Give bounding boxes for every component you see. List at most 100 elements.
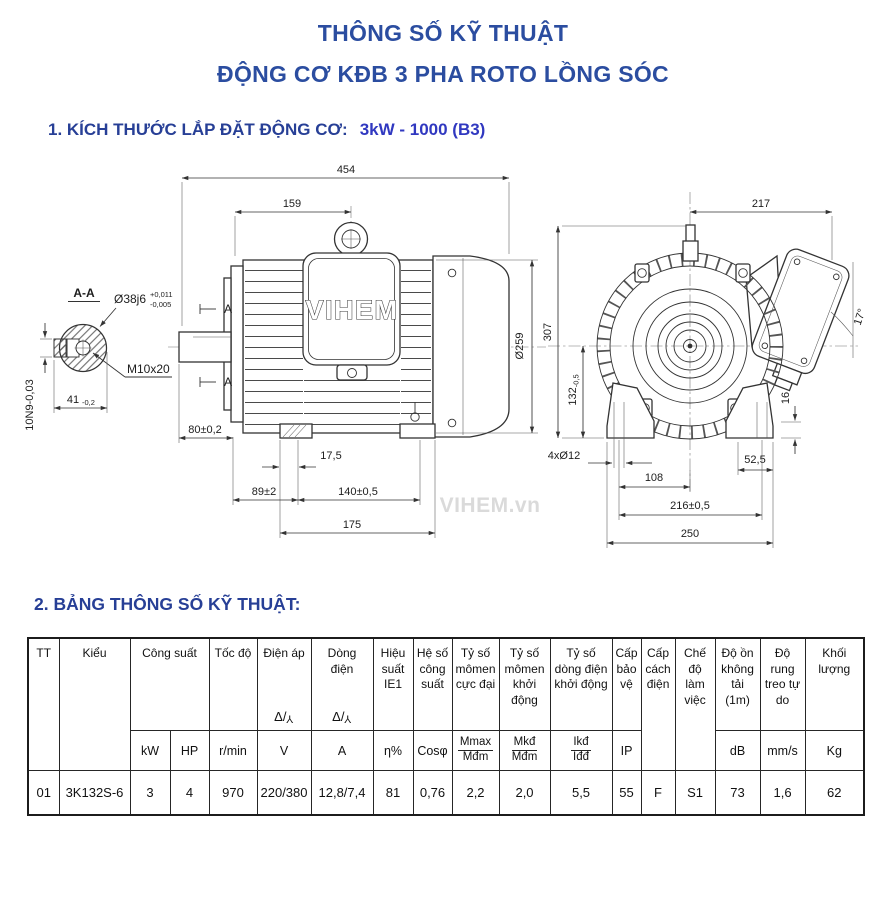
col-header-dong-dien: Dòng điện Δ/Y: [310, 637, 374, 731]
unit-mms: mm/s: [759, 730, 806, 771]
cell-hp: 4: [169, 770, 210, 815]
cell-rung: 1,6: [759, 770, 806, 815]
cell-db: 73: [714, 770, 761, 815]
dim-17-5: 17,5: [320, 450, 341, 462]
cell-kg: 62: [804, 770, 865, 815]
cell-v: 220/380: [256, 770, 312, 815]
table-row: 01 3K132S-6 3 4 970 220/380 12,8/7,4 81 …: [27, 770, 865, 815]
shaft-diameter-label: Ø38j6: [114, 292, 146, 306]
cell-kieu: 3K132S-6: [58, 770, 131, 815]
section2-heading: 2. BẢNG THÔNG SỐ KỸ THUẬT:: [34, 594, 301, 614]
dim-140: 140±0,5: [338, 486, 378, 498]
unit-hp: HP: [169, 730, 210, 771]
col-header-dien-ap: Điện áp Δ/Y: [256, 637, 312, 731]
dim-4x12: 4xØ12: [548, 450, 580, 462]
watermark: VIHEM.vn: [440, 494, 541, 517]
dim-307: 307: [542, 323, 554, 341]
col-header-ty-so-dong-dien-khoi-dong: Tỷ số dòng điện khởi động: [549, 637, 613, 731]
col-header-khoi-luong: Khối lượng: [804, 637, 865, 731]
brand-logo: VIHEM: [305, 295, 398, 325]
col-header-ty-so-momen-khoi-dong: Tỷ số mômen khởi động: [498, 637, 551, 731]
dim-217: 217: [752, 198, 770, 210]
rear-foot: [399, 423, 436, 439]
col-header-cap-bao-ve: Cấp bảo vệ: [611, 637, 642, 731]
section-mark-a-top: A: [224, 302, 232, 316]
shaft-tolerance-upper: +0,011: [150, 290, 173, 299]
col-header-hieu-suat: Hiệu suất IE1: [372, 637, 414, 731]
section1-value: 3kW - 1000 (B3): [359, 120, 486, 139]
dim-diameter-259: Ø259: [514, 333, 526, 360]
section-view-aa: A-A Ø38j6 +0,011 -0,005 M10x20 41 -0,2: [24, 286, 173, 431]
dim-41-tolerance: -0,2: [82, 398, 95, 407]
document-title: THÔNG SỐ KỸ THUẬT ĐỘNG CƠ KĐB 3 PHA ROTO…: [0, 22, 886, 86]
dim-41-label: 41: [67, 394, 79, 406]
cell-ip: 55: [611, 770, 642, 815]
col-header-ty-so-momen-cuc-dai: Tỷ số mômen cực đại: [451, 637, 500, 731]
unit-eta: η%: [372, 730, 414, 771]
dim-16: 16: [780, 392, 792, 404]
left-foot: [606, 382, 655, 439]
cell-rmin: 970: [208, 770, 258, 815]
unit-kg: Kg: [804, 730, 865, 771]
section-aa-title: A-A: [73, 286, 95, 300]
front-view: 17° 217 307 132-0,5 4xØ12 16 52,5: [542, 192, 868, 548]
col-header-he-so-cong-suat: Hệ số công suất: [412, 637, 453, 731]
col-header-che-do-lam-viec: Chế độ làm việc: [674, 637, 716, 771]
fan-cowl: [432, 255, 510, 438]
col-header-do-rung: Độ rung treo tự do: [759, 637, 806, 731]
section1-label: 1. KÍCH THƯỚC LẮP ĐẶT ĐỘNG CƠ:: [48, 120, 348, 139]
cell-cos: 0,76: [412, 770, 453, 815]
right-foot: [725, 382, 774, 439]
dim-250: 250: [681, 528, 699, 540]
cell-kw: 3: [129, 770, 171, 815]
motor-dimension-drawing: .ol{fill:#fff;stroke:#333;stroke-width:1…: [24, 164, 868, 548]
dim-454: 454: [337, 164, 355, 176]
section-mark-a-bottom: A: [224, 375, 232, 389]
shaft-tip: [685, 224, 696, 243]
col-header-cap-cach-dien: Cấp cách điện: [640, 637, 676, 771]
cell-tt: 01: [27, 770, 60, 815]
unit-cos-phi: Cosφ: [412, 730, 453, 771]
col-header-toc-do: Tốc độ: [208, 637, 258, 731]
dim-52-5: 52,5: [744, 454, 765, 466]
delta-wye-symbol: Δ/Y: [274, 709, 294, 725]
dim-108: 108: [645, 472, 663, 484]
unit-a: A: [310, 730, 374, 771]
spec-table: TT Kiểu Công suất Tốc độ Điện áp Δ/Y Dòn…: [27, 637, 866, 816]
dim-17-degrees: 17°: [852, 307, 869, 327]
delta-wye-symbol: Δ/Y: [332, 709, 352, 725]
cell-che-do: S1: [674, 770, 716, 815]
cooling-fins: [597, 253, 783, 439]
dim-132: 132-0,5: [567, 374, 581, 405]
unit-kw: kW: [129, 730, 171, 771]
shaft: [178, 331, 232, 363]
keyway-width-label: 10N9-0,03: [24, 379, 36, 430]
col-header-cong-suat: Công suất: [129, 637, 210, 731]
dim-216: 216±0,5: [670, 500, 710, 512]
cell-cach-dien: F: [640, 770, 676, 815]
col-header-do-on: Độ ồn không tải (1m): [714, 637, 761, 731]
key-thread-label: M10x20: [127, 362, 170, 376]
dim-159: 159: [283, 198, 301, 210]
key-section: [53, 338, 68, 358]
unit-v: V: [256, 730, 312, 771]
section1-heading: 1. KÍCH THƯỚC LẮP ĐẶT ĐỘNG CƠ: 3kW - 1000…: [48, 120, 886, 140]
cell-eta: 81: [372, 770, 414, 815]
cell-mmax: 2,2: [451, 770, 500, 815]
cell-ikd: 5,5: [549, 770, 613, 815]
unit-db: dB: [714, 730, 761, 771]
dim-80: 80±0,2: [188, 424, 222, 436]
shaft-tolerance-lower: -0,005: [150, 300, 171, 309]
col-header-kieu: Kiểu: [58, 637, 131, 771]
cell-mkd: 2,0: [498, 770, 551, 815]
side-view: VIHEM A A 454: [168, 164, 546, 538]
unit-rmin: r/min: [208, 730, 258, 771]
cell-a: 12,8/7,4: [310, 770, 374, 815]
dim-89: 89±2: [252, 486, 276, 498]
dim-175: 175: [343, 519, 361, 531]
col-header-tt: TT: [27, 637, 60, 771]
